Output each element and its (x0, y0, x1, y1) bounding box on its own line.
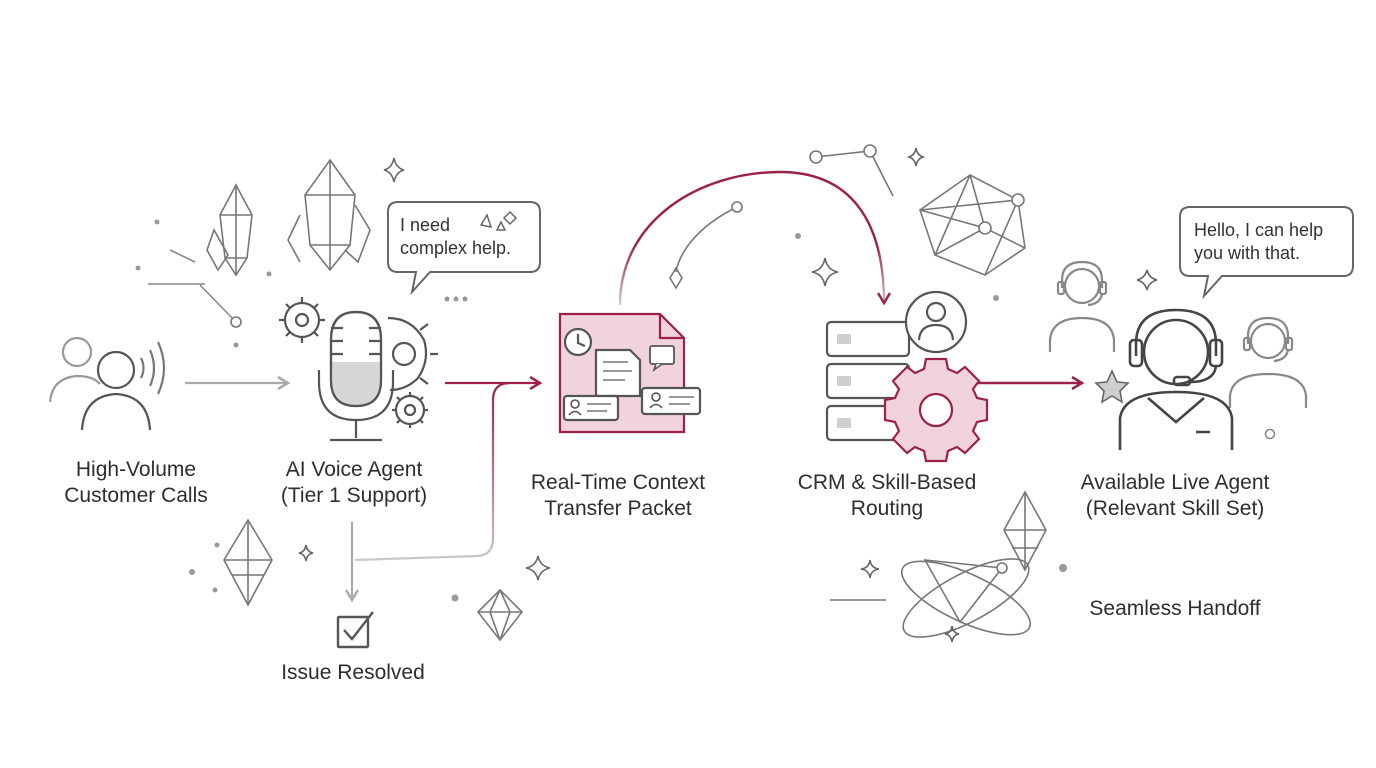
user-circle-icon (904, 290, 968, 354)
gear-icon (883, 357, 989, 463)
packet-label-line2: Transfer Packet (544, 497, 692, 520)
routing-label: CRM & Skill-Based Routing (767, 470, 1007, 522)
gear-icon (392, 392, 428, 428)
customer-bubble-line1: I need (400, 215, 451, 235)
agent-bubble-text: Hello, I can help you with that. (1194, 219, 1323, 265)
gear-icon (279, 297, 325, 343)
crystal-icon (476, 588, 524, 642)
routing-label-line1: CRM & Skill-Based (797, 471, 977, 494)
arrow-resolved-to-packet (354, 381, 511, 562)
live-agent-label: Available Live Agent (Relevant Skill Set… (1055, 470, 1295, 522)
arrow-packet-to-routing (618, 170, 884, 305)
crystal-icon (223, 518, 273, 607)
agent-bubble-line2: you with that. (1194, 243, 1301, 263)
live-agent-label-line2: (Relevant Skill Set) (1085, 497, 1265, 520)
resolved-label-text: Issue Resolved (281, 661, 425, 684)
customer-bubble-text: I need complex help. (400, 214, 511, 260)
microphone-gears-icon (279, 297, 438, 442)
gear-icon (387, 316, 438, 392)
server-gear-icon (825, 290, 989, 463)
ai-agent-label-line2: (Tier 1 Support) (280, 484, 428, 507)
headset-agent-icon (1048, 260, 1308, 450)
crystal-icon (206, 158, 371, 277)
live-agent-label-line1: Available Live Agent (1080, 471, 1270, 494)
constellation-icon (669, 144, 894, 290)
customers-call-icon (48, 336, 166, 431)
context-packet-icon (558, 312, 702, 434)
calls-label: High-Volume Customer Calls (36, 457, 236, 509)
calls-label-line1: High-Volume (75, 458, 197, 481)
clock-icon (563, 327, 593, 357)
agent-speech-bubble (1179, 206, 1354, 300)
packet-label-line1: Real-Time Context (530, 471, 706, 494)
network-polyhedron-icon (919, 174, 1026, 276)
flow-arrows (185, 170, 1082, 600)
handoff-caption: Seamless Handoff (1055, 596, 1295, 622)
small-agent-icon (1048, 260, 1308, 408)
ai-agent-label: AI Voice Agent (Tier 1 Support) (254, 457, 454, 509)
resolved-label: Issue Resolved (253, 660, 453, 686)
ai-agent-label-line1: AI Voice Agent (285, 458, 423, 481)
orbit-icon (830, 558, 1032, 638)
routing-label-line2: Routing (850, 497, 924, 520)
main-agent-icon (1118, 308, 1234, 450)
agent-bubble-line1: Hello, I can help (1194, 220, 1324, 240)
handoff-caption-text: Seamless Handoff (1089, 597, 1261, 620)
checkbox-icon (336, 611, 374, 649)
customer-speech-bubble (387, 201, 541, 296)
decorations (135, 144, 1158, 643)
sparkle-icon (298, 147, 1158, 643)
star-icon (1094, 369, 1130, 404)
calls-label-line2: Customer Calls (64, 484, 208, 507)
packet-label: Real-Time Context Transfer Packet (498, 470, 738, 522)
customer-bubble-line2: complex help. (400, 238, 512, 258)
crystal-icon (1003, 490, 1047, 572)
